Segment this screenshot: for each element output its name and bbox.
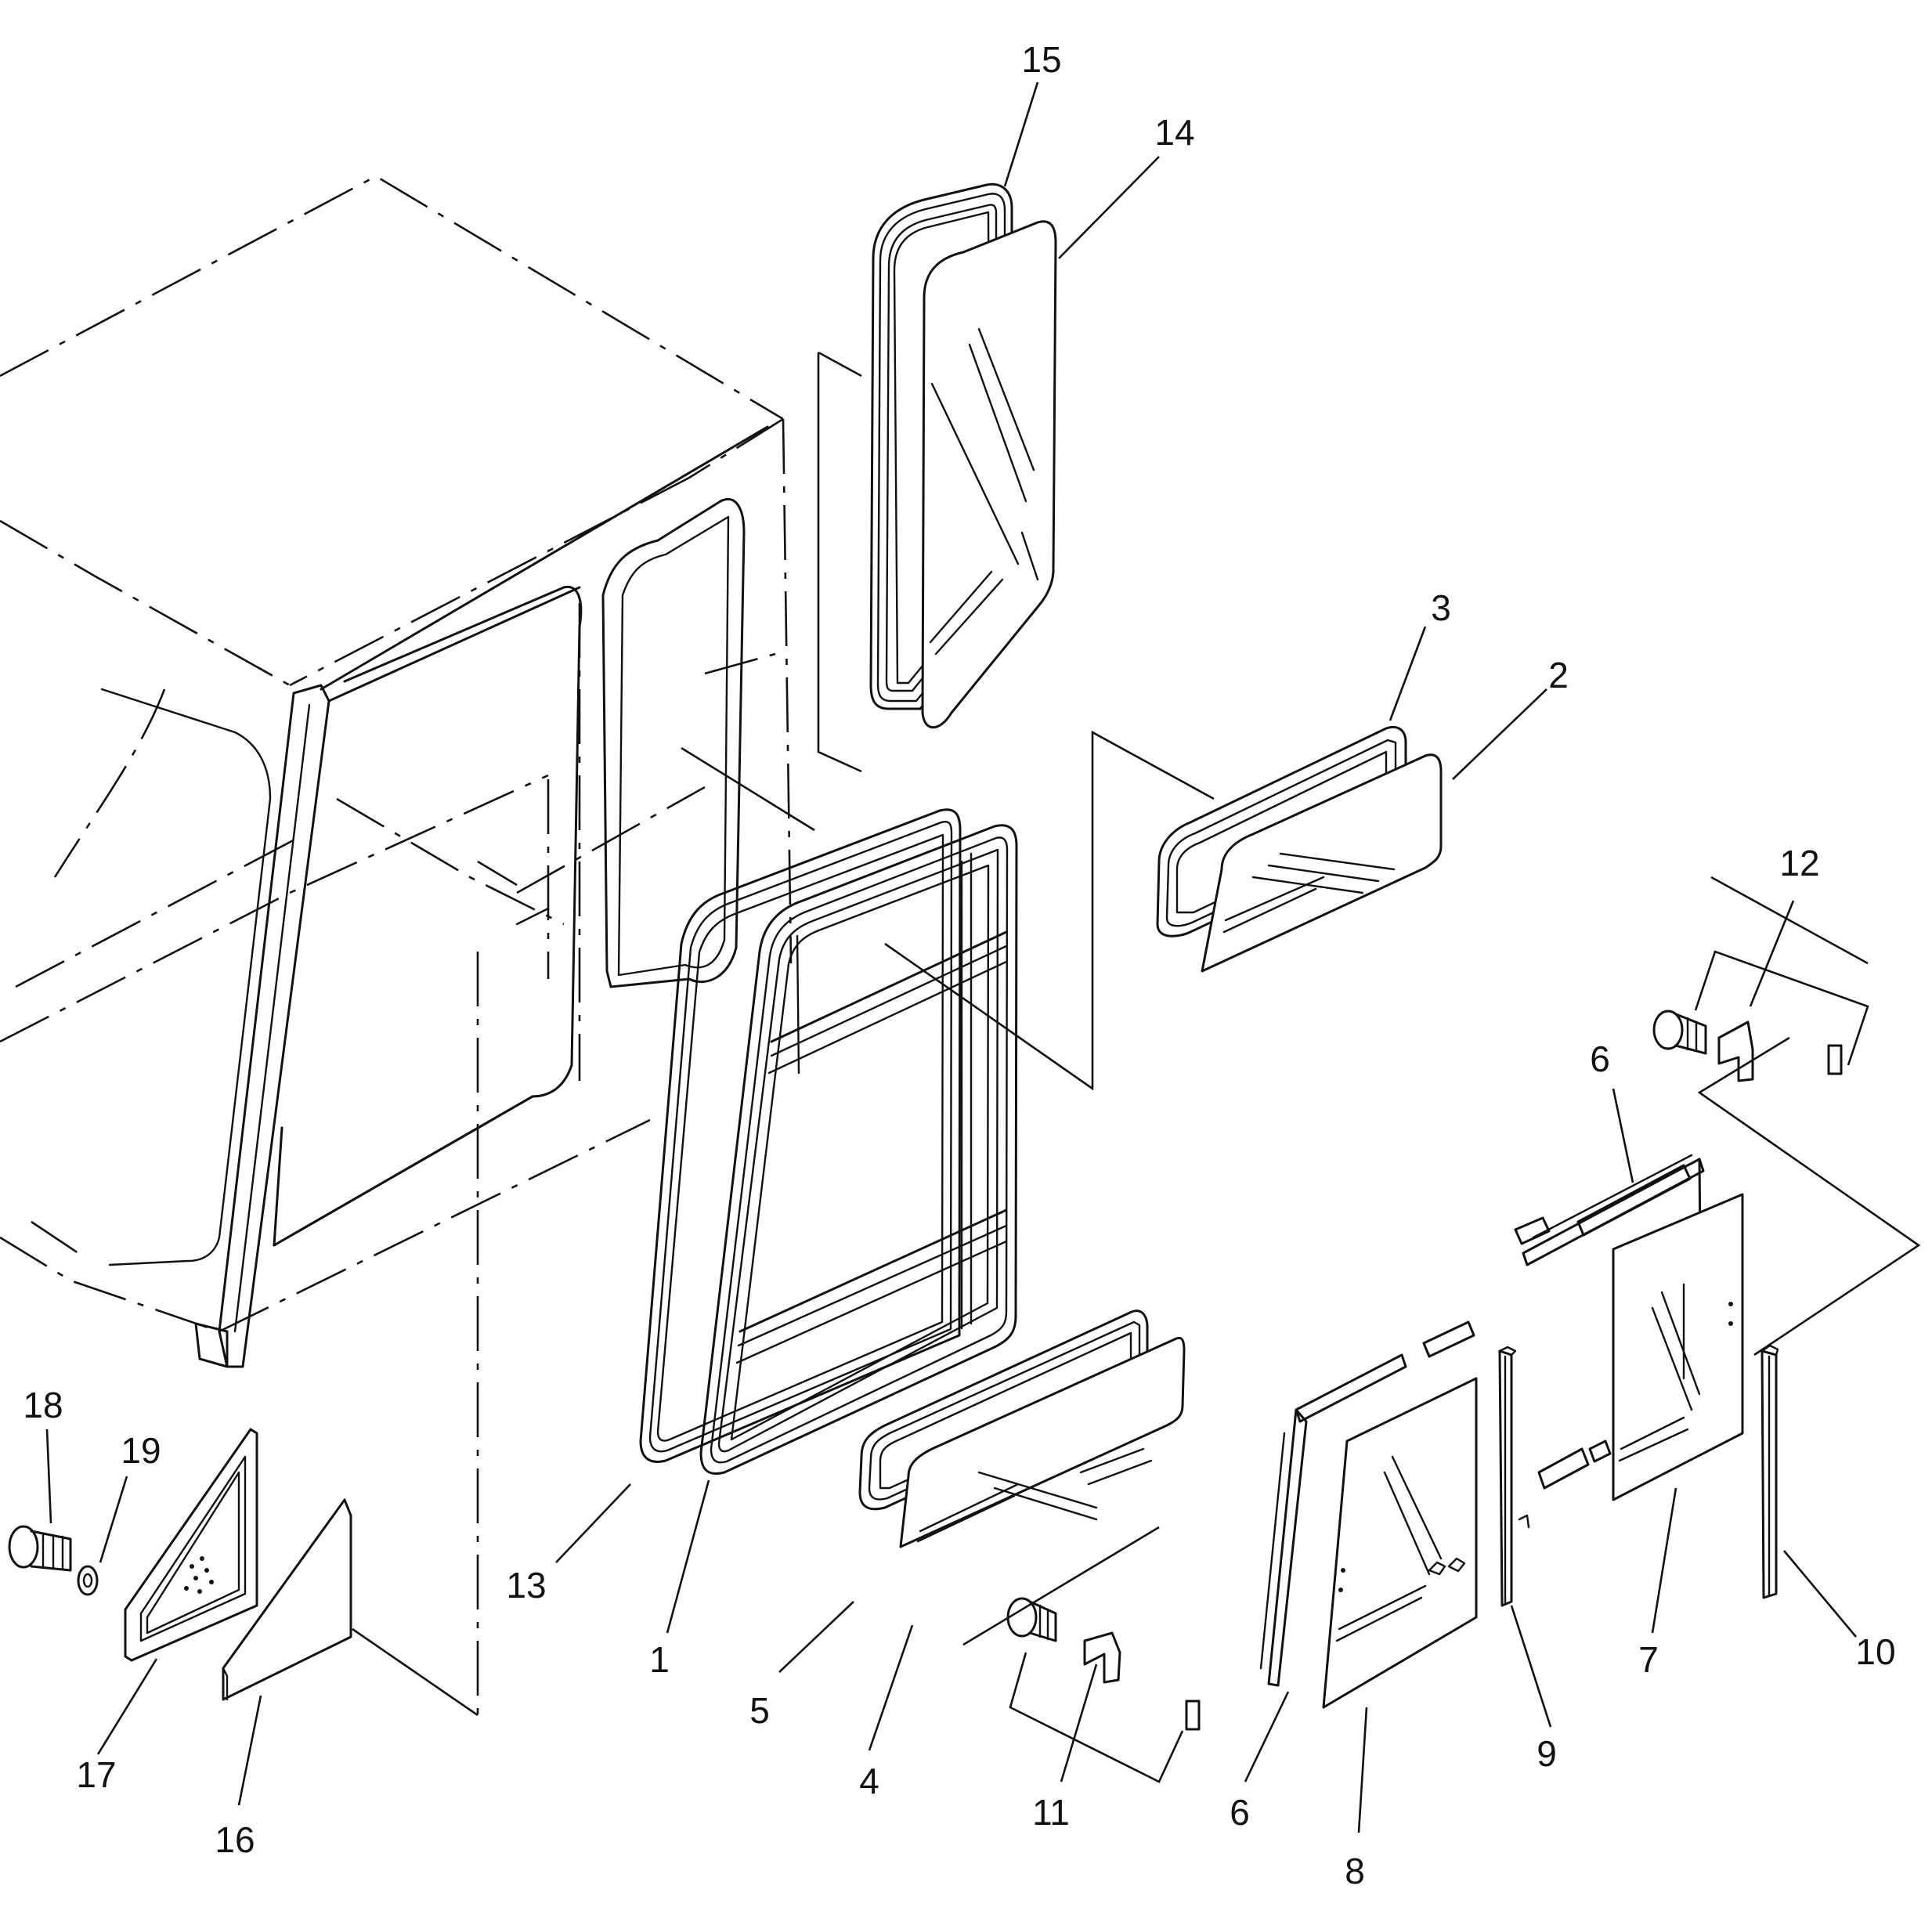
callout-11: 11 <box>1032 1792 1070 1833</box>
callout-8: 8 <box>1345 1851 1365 1891</box>
part-8-glass <box>1322 1377 1530 1709</box>
callout-13: 13 <box>506 1565 546 1606</box>
callout-19: 19 <box>121 1430 161 1471</box>
callout-leaders <box>45 81 1857 1833</box>
cab-window-openings <box>100 498 746 1266</box>
callout-3: 3 <box>1431 587 1451 628</box>
part-14-glass <box>921 220 1057 729</box>
callout-1: 1 <box>649 1639 670 1680</box>
part-6-lower-runner <box>1259 1320 1612 1687</box>
cab-body <box>0 175 793 1715</box>
part-4-glass <box>899 1336 1186 1548</box>
callout-16: 16 <box>215 1819 255 1860</box>
part-7-glass <box>1612 1193 1744 1501</box>
part-11-latch <box>1006 1597 1201 1783</box>
callout-17: 17 <box>76 1754 116 1795</box>
callout-18: 18 <box>23 1385 63 1425</box>
vent-dots <box>184 1556 214 1594</box>
callout-9: 9 <box>1537 1733 1557 1774</box>
part-1-door-frame <box>699 824 1018 1475</box>
callout-10: 10 <box>1855 1631 1895 1672</box>
callout-labels: 15 14 3 2 12 6 13 1 5 4 11 6 8 9 7 10 18… <box>23 39 1895 1891</box>
callout-6-upper: 6 <box>1590 1039 1610 1079</box>
callout-14: 14 <box>1154 112 1194 153</box>
callout-7: 7 <box>1638 1639 1659 1680</box>
callout-12: 12 <box>1779 843 1819 883</box>
callout-4: 4 <box>859 1761 879 1801</box>
part-10-strip <box>1760 1344 1779 1599</box>
guide-lines <box>352 351 1921 1717</box>
callout-15: 15 <box>1021 39 1061 80</box>
part-12-latch <box>1652 950 1869 1082</box>
cab-pillar <box>194 425 769 1368</box>
callout-5: 5 <box>749 1690 770 1731</box>
part-13-seal <box>639 808 962 1463</box>
part-18-bolt <box>8 1525 72 1572</box>
part-19-washer <box>77 1565 99 1596</box>
part-16-triangle-glass <box>222 1498 352 1701</box>
callout-6-lower: 6 <box>1230 1792 1250 1833</box>
part-17-triangle-frame <box>124 1428 258 1662</box>
callout-2: 2 <box>1548 655 1569 695</box>
part-9-strip <box>1498 1346 1517 1607</box>
part-2-glass <box>1201 753 1443 973</box>
